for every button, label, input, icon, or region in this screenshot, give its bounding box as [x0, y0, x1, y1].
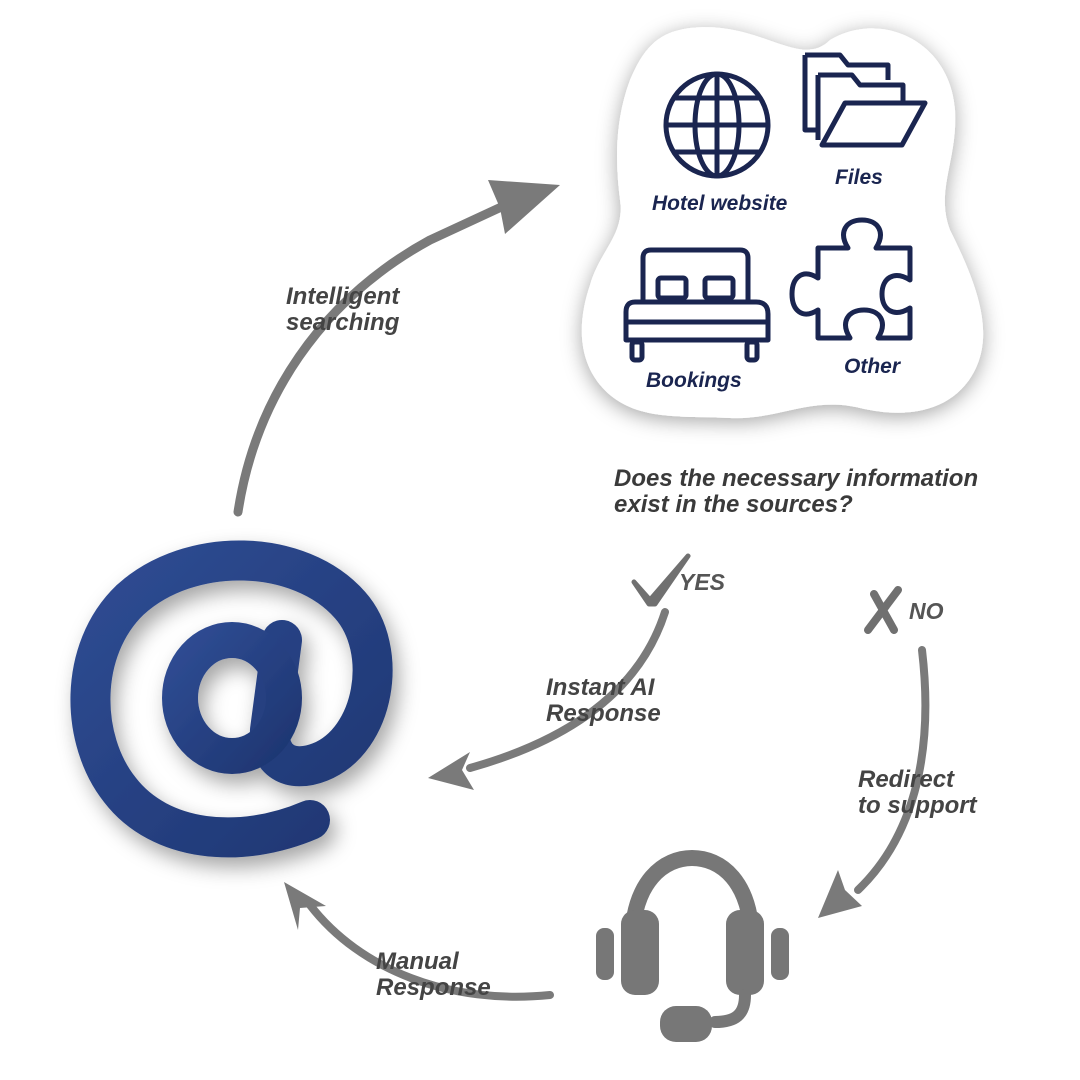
globe-icon — [663, 71, 771, 179]
puzzle-piece-icon — [789, 217, 913, 341]
arrow-redirect-to-support — [818, 646, 930, 918]
label-manual-response: Manual Response — [376, 948, 491, 1002]
source-label-other: Other — [844, 355, 901, 378]
bed-icon — [623, 247, 771, 363]
question-line-2: exist in the sources? — [614, 491, 853, 519]
cross-icon — [864, 586, 902, 634]
question-text: Does the necessary information exist in … — [614, 465, 979, 519]
label-intelligent-searching: Intelligent searching — [286, 283, 400, 337]
headset-icon — [596, 849, 789, 1042]
question-line-1: Does the necessary information — [614, 465, 979, 492]
arrow-manual-response — [284, 882, 554, 1001]
no-label: NO — [909, 598, 944, 624]
source-label-files: Files — [835, 166, 883, 189]
yes-label: YES — [679, 569, 726, 595]
label-redirect-to-support: Redirect to support — [858, 766, 977, 820]
label-instant-ai-response: Instant AI Response — [546, 674, 661, 728]
source-label-bookings: Bookings — [646, 369, 742, 392]
arrow-intelligent-searching — [233, 180, 560, 517]
checkmark-icon — [631, 553, 691, 607]
folders-icon — [802, 52, 928, 148]
source-label-hotel-website: Hotel website — [652, 192, 788, 215]
arrow-instant-ai-response — [428, 608, 669, 790]
at-sign-icon — [70, 540, 393, 858]
